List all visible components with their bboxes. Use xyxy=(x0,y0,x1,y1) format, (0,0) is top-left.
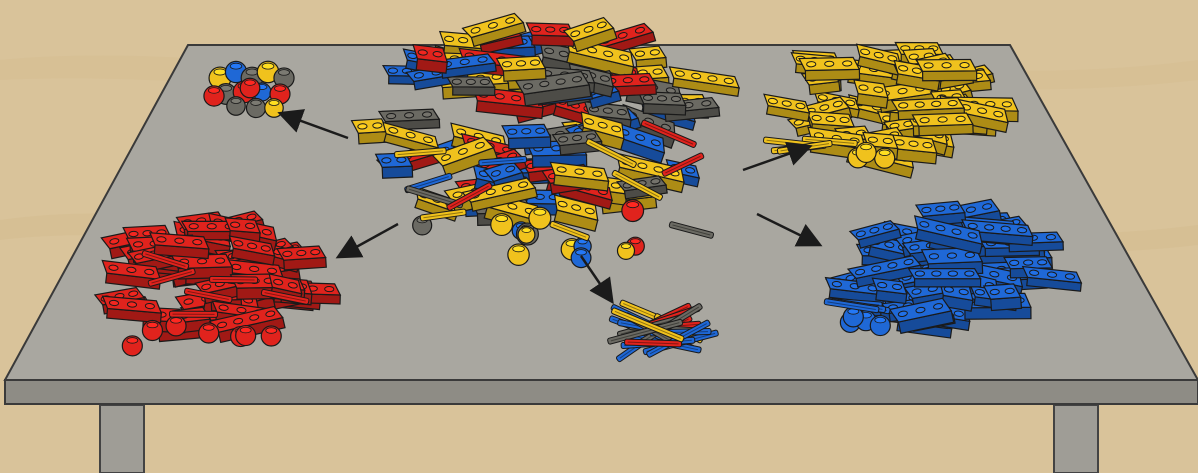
axle xyxy=(625,339,682,347)
round-piece xyxy=(617,242,634,259)
round-piece xyxy=(622,200,644,222)
brick xyxy=(277,246,326,271)
round-piece xyxy=(518,226,535,243)
round-piece xyxy=(491,214,513,236)
brick xyxy=(912,113,973,136)
round-piece xyxy=(204,86,224,106)
brick xyxy=(502,124,551,149)
brick xyxy=(101,296,163,323)
brick xyxy=(497,56,546,82)
round-piece xyxy=(875,148,895,168)
round-piece xyxy=(265,99,283,117)
round-piece xyxy=(870,316,890,336)
round-piece xyxy=(236,326,256,346)
brick xyxy=(447,77,495,96)
brick xyxy=(909,269,981,287)
round-piece xyxy=(227,97,245,115)
axle xyxy=(210,276,258,283)
round-piece xyxy=(246,98,265,117)
round-piece xyxy=(261,326,281,346)
round-piece xyxy=(529,207,551,229)
round-piece xyxy=(240,78,260,98)
table-edge xyxy=(5,380,1198,404)
round-piece xyxy=(856,142,876,162)
round-piece xyxy=(166,316,186,336)
round-piece xyxy=(199,323,219,343)
round-piece xyxy=(122,336,142,356)
axle xyxy=(170,311,218,317)
round-piece xyxy=(508,244,529,265)
table-leg-left xyxy=(100,405,144,473)
brick xyxy=(799,57,859,80)
round-piece xyxy=(142,320,162,340)
table-leg-right xyxy=(1054,405,1098,473)
brick xyxy=(917,59,977,80)
